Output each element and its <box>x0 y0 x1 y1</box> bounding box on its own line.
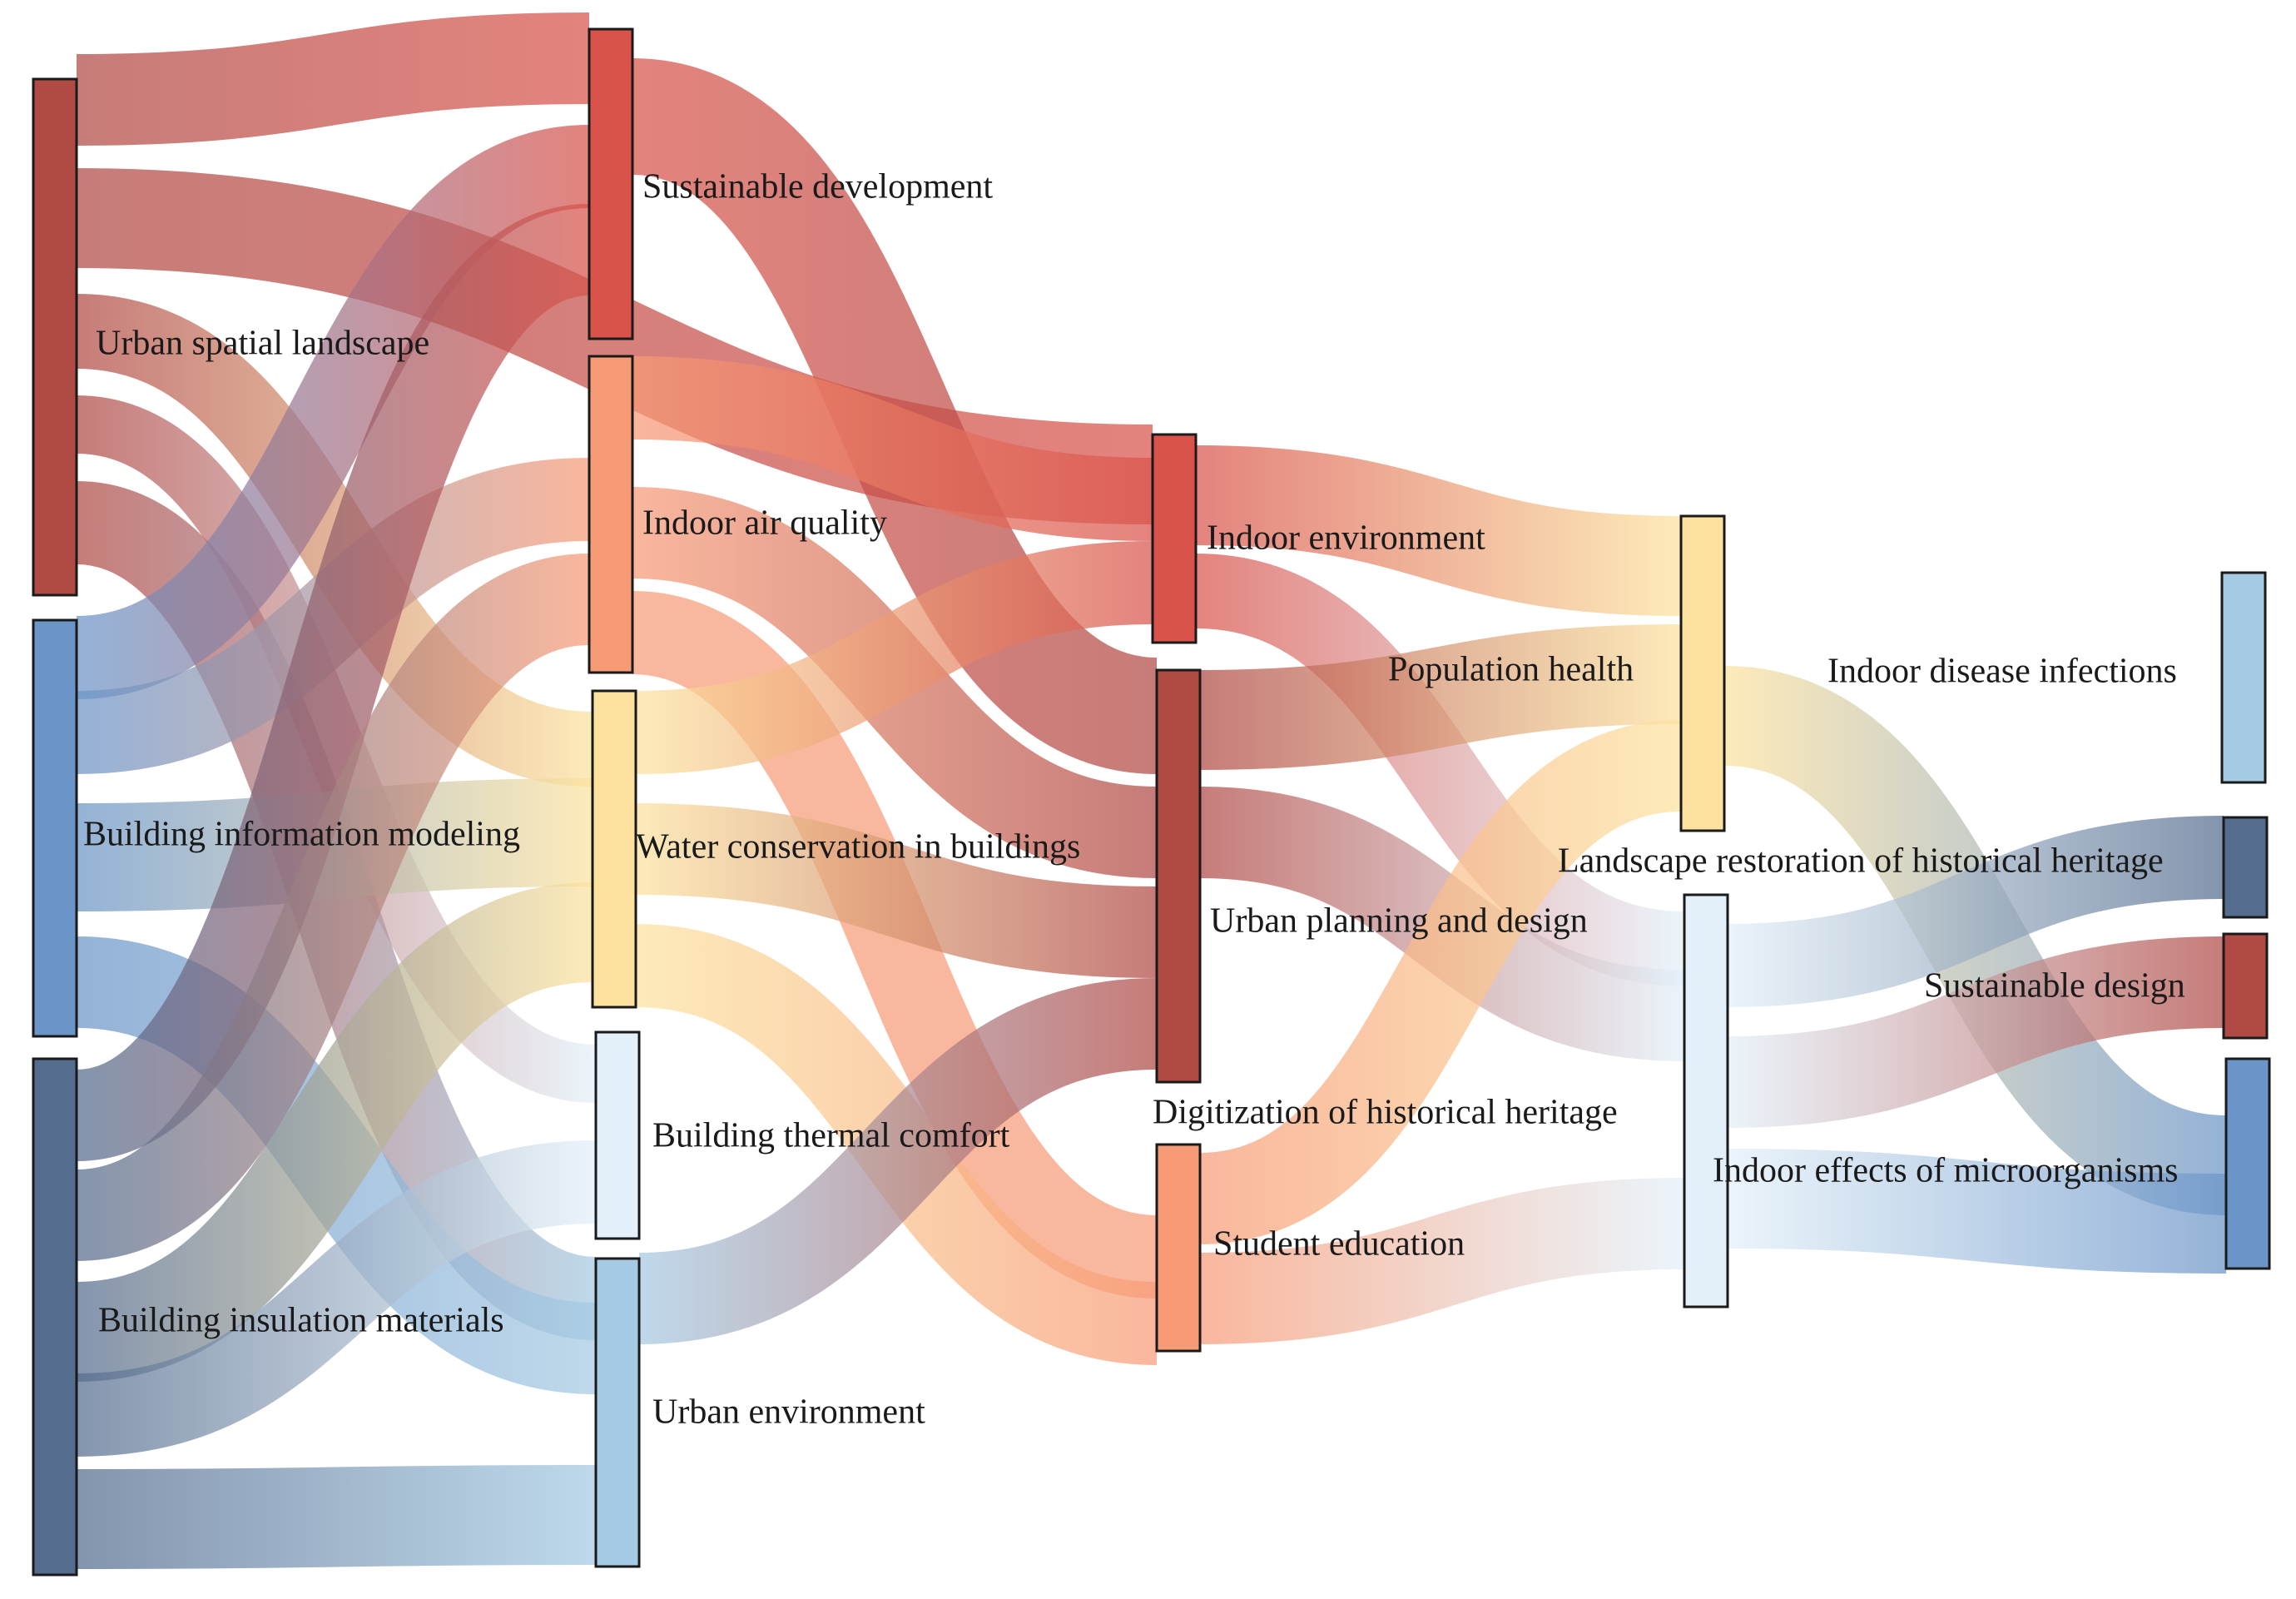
link-n1-n4 <box>76 12 590 146</box>
link-n3-n4 <box>73 204 593 1161</box>
link-n5-n9 <box>632 356 1153 541</box>
node-label-n4: Sustainable development <box>642 168 993 206</box>
node-bar-n13 <box>1679 514 1726 832</box>
node-bar-n4 <box>588 27 634 340</box>
node-label-n14: Landscape restoration of historical heri… <box>1558 842 2164 881</box>
link-n8-n10 <box>637 978 1158 1344</box>
link-n12-n13 <box>1198 720 1684 1244</box>
link-n3-n6 <box>75 882 594 1382</box>
link-n9-n13 <box>1195 445 1682 616</box>
links-layer <box>73 12 2229 1569</box>
node-label-n6: Water conservation in buildings <box>636 828 1080 867</box>
node-label-n8: Urban environment <box>652 1393 925 1432</box>
link-n9-n14 <box>1194 554 1686 986</box>
node-label-n3: Building insulation materials <box>98 1302 504 1340</box>
link-n3-n5 <box>74 554 592 1261</box>
node-bar-n17 <box>2224 1057 2271 1270</box>
node-label-n11: Digitization of historical heritage <box>1153 1094 1618 1132</box>
nodes-layer <box>32 27 2271 1577</box>
link-n3-n7 <box>76 1140 597 1457</box>
node-bar-n16 <box>2222 932 2269 1040</box>
node-label-n15: Indoor disease infections <box>1827 653 2177 691</box>
node-bar-n2 <box>32 618 78 1038</box>
node-bar-n5 <box>588 355 634 674</box>
link-n6-n10 <box>635 803 1158 978</box>
node-bar-n14 <box>1683 893 1729 1308</box>
node-bar-n1 <box>32 77 78 597</box>
node-label-n1: Urban spatial landscape <box>96 325 429 363</box>
node-label-n16: Sustainable design <box>1924 967 2185 1006</box>
node-bar-n18 <box>2222 816 2269 919</box>
node-label-n10: Urban planning and design <box>1210 902 1588 941</box>
node-label-n2: Building information modeling <box>83 816 520 854</box>
link-n14-n17 <box>1727 1149 2227 1274</box>
node-bar-n12 <box>1155 1143 1202 1353</box>
node-label-n13: Population health <box>1388 651 1634 689</box>
node-bar-n10 <box>1155 668 1202 1084</box>
link-n14-n16 <box>1727 936 2224 1128</box>
link-n12-n14 <box>1199 1178 1685 1344</box>
link-n2-n4 <box>75 125 591 699</box>
node-label-n9: Indoor environment <box>1207 519 1485 558</box>
node-bar-n8 <box>594 1257 641 1568</box>
link-n3-n8 <box>76 1465 597 1569</box>
link-n14-n18 <box>1727 816 2224 1007</box>
node-bar-n3 <box>32 1057 78 1577</box>
node-label-n12: Student education <box>1213 1225 1465 1264</box>
node-bar-n15 <box>2220 571 2267 784</box>
node-bar-n9 <box>1151 433 1198 644</box>
link-n5-n12 <box>630 591 1159 1299</box>
node-label-n7: Building thermal comfort <box>652 1117 1010 1155</box>
link-n6-n9 <box>635 541 1153 774</box>
node-label-n17: Indoor effects of microorganisms <box>1713 1152 2178 1190</box>
node-bar-n7 <box>594 1030 641 1240</box>
node-bar-n6 <box>591 689 637 1009</box>
node-label-n5: Indoor air quality <box>642 504 887 543</box>
link-n10-n13 <box>1199 624 1682 770</box>
